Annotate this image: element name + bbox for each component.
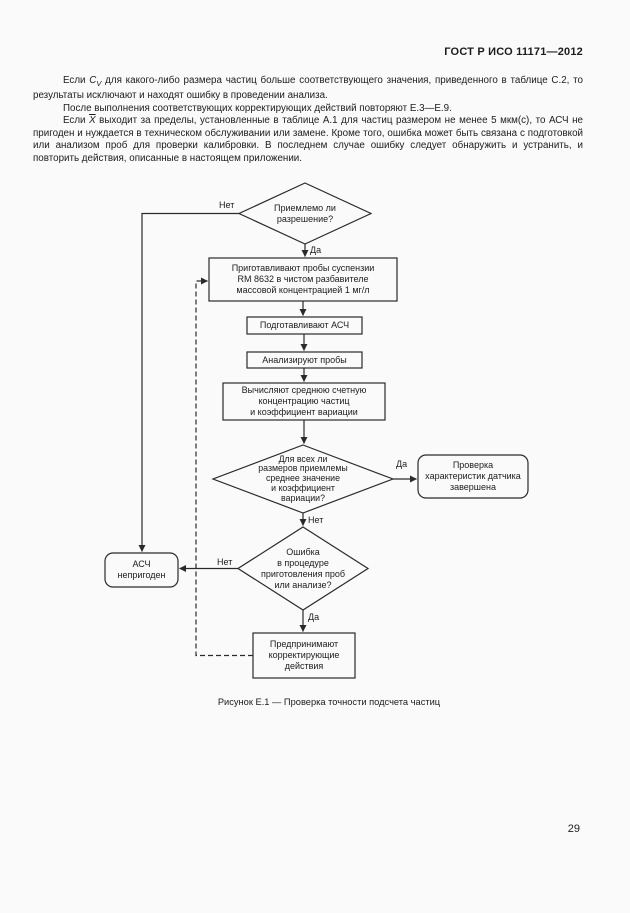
- node-apc-unfit: АСЧ непригоден: [117, 559, 166, 580]
- flowchart-shape-corrective-actions: [252, 632, 356, 679]
- flowchart-shape-decision-error: [236, 526, 370, 611]
- flowchart-shape-compute-stats: [222, 382, 386, 421]
- paragraph-cv: Если CV для какого-либо размера частиц б…: [33, 75, 583, 103]
- paragraph-corrective: После выполнения соответствующих коррект…: [63, 102, 452, 114]
- flowchart-figure: Приемлемо ли разрешение? Приготавливают …: [0, 180, 630, 730]
- node-corrective-actions: Предпринимают корректирующие действия: [268, 639, 340, 671]
- p1-lead: Если: [63, 75, 90, 86]
- node-decision-resolution: Приемлемо ли разрешение?: [274, 202, 336, 224]
- variable-cv-subscript: V: [96, 78, 102, 88]
- flowchart-shape-prepare-samples: [208, 257, 398, 302]
- flowchart-shape-decision-resolution: [237, 182, 373, 245]
- paragraph-xbar: Если X выходит за пределы, установленные…: [33, 115, 583, 165]
- node-decision-acceptable: Для всех ли размеров приемлемы среднее з…: [258, 453, 348, 503]
- variable-xbar: X: [89, 115, 96, 127]
- node-check-complete: Проверка характеристик датчика завершена: [425, 460, 521, 492]
- edge-label-yes-acceptable: Да: [396, 459, 408, 469]
- node-analyze-samples: Анализируют пробы: [262, 354, 347, 365]
- flowchart-shape-decision-acceptable: [211, 444, 395, 514]
- edge-feedback-dashed: [195, 277, 253, 657]
- flowchart-shape-apc-unfit: [104, 552, 179, 588]
- edge-no-resolution-to-unfit: [138, 212, 239, 552]
- body-text: Если CV для какого-либо размера частиц б…: [33, 75, 583, 165]
- node-prepare-apc: Подготавливают АСЧ: [259, 320, 350, 330]
- flowchart-shape-check-complete: [417, 454, 529, 499]
- p3-text: выходит за пределы, установленные в табл…: [33, 115, 583, 164]
- document-title: ГОСТ Р ИСО 11171—2012: [444, 46, 583, 58]
- page-number: 29: [567, 823, 580, 835]
- flowchart-shape-prepare-apc: [246, 316, 363, 335]
- edge-label-no-error: Нет: [217, 557, 233, 567]
- p1-text: для какого-либо размера частиц больше со…: [33, 75, 584, 102]
- edge-label-no-resolution: Нет: [219, 200, 235, 210]
- edge-label-yes-resolution: Да: [310, 245, 322, 255]
- edge-label-no-acceptable: Нет: [308, 515, 324, 525]
- node-prepare-samples: Приготавливают пробы суспензии RM 8632 в…: [231, 263, 375, 295]
- flowchart-shape-analyze-samples: [246, 351, 363, 369]
- node-compute-stats: Вычисляют среднюю счетную концентрацию ч…: [241, 385, 367, 417]
- edge-label-yes-error: Да: [308, 612, 320, 622]
- p3-lead: Если: [63, 115, 90, 127]
- variable-cv: C: [89, 75, 97, 86]
- node-decision-error: Ошибка в процедуре приготовления проб ил…: [260, 546, 346, 590]
- figure-caption: Рисунок Е.1 — Проверка точности подсчета…: [217, 697, 441, 707]
- flowchart-canvas: [104, 182, 529, 679]
